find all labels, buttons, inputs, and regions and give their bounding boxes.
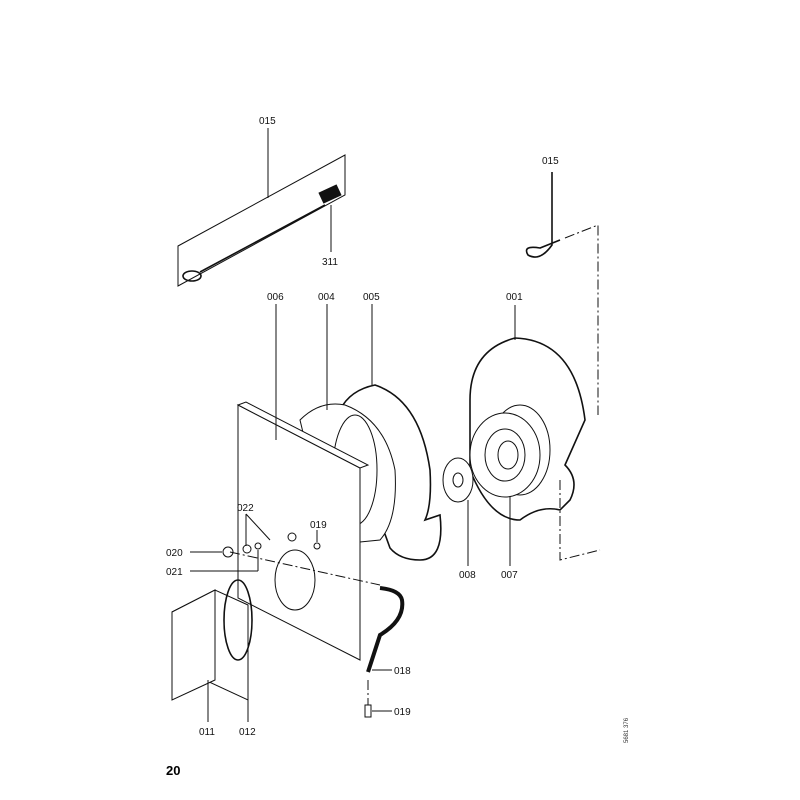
label-004: 004	[318, 292, 335, 303]
label-008: 008	[459, 570, 476, 581]
page-number: 20	[166, 763, 180, 778]
part-011-cover	[171, 589, 249, 722]
drawing-reference: 5681 376	[624, 717, 630, 743]
small-parts	[190, 513, 381, 586]
part-311-knob	[318, 184, 342, 252]
label-015-right: 015	[542, 156, 559, 167]
part-001-gasket	[469, 305, 586, 521]
label-019-top: 019	[310, 520, 327, 531]
part-008-washer	[442, 457, 474, 566]
part-005-gasket	[339, 304, 442, 561]
label-019-bottom: 019	[394, 707, 411, 718]
label-012: 012	[239, 727, 256, 738]
label-006: 006	[267, 292, 284, 303]
part-018-hose	[364, 586, 405, 718]
part-015-rod	[177, 154, 346, 287]
label-001: 001	[506, 292, 523, 303]
label-022: 022	[237, 503, 254, 514]
part-012-ring	[223, 579, 253, 722]
label-311: 311	[322, 257, 338, 268]
part-015-hook	[525, 172, 599, 415]
label-018: 018	[394, 666, 411, 677]
label-007: 007	[501, 570, 518, 581]
label-021: 021	[166, 567, 183, 578]
label-015-top: 015	[259, 116, 276, 127]
label-005: 005	[363, 292, 380, 303]
part-006-plate	[236, 304, 370, 661]
part-007-flange	[469, 404, 551, 566]
label-020: 020	[166, 548, 183, 559]
label-011: 011	[199, 727, 215, 738]
